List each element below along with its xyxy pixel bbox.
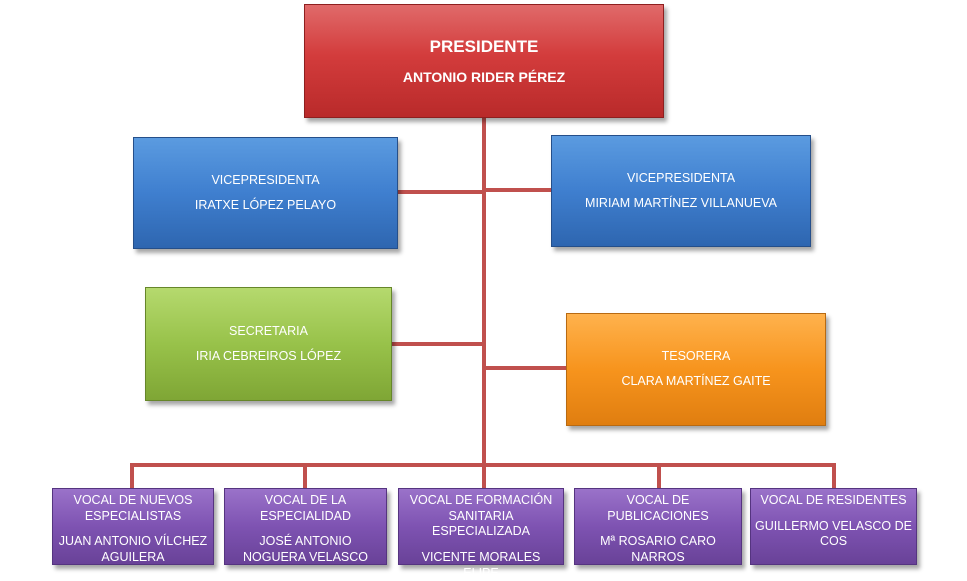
vocal-4-title: VOCAL DE PUBLICACIONES <box>607 493 709 523</box>
vice-president-left-name: IRATXE LÓPEZ PELAYO <box>194 197 337 212</box>
vocal-1-title: VOCAL DE NUEVOS ESPECIALISTAS <box>73 493 193 523</box>
president-box: PRESIDENTE ANTONIO RIDER PÉREZ <box>304 4 664 118</box>
vocal-box-4: VOCAL DE PUBLICACIONES Mª ROSARIO CARO N… <box>574 488 742 565</box>
vocal-2-name: JOSÉ ANTONIO NOGUERA VELASCO <box>242 534 369 564</box>
vocal-box-2: VOCAL DE LA ESPECIALIDAD JOSÉ ANTONIO NO… <box>224 488 387 565</box>
vocal-5-name: GUILLERMO VELASCO DE COS <box>755 518 912 549</box>
treasurer-name: CLARA MARTÍNEZ GAITE <box>621 374 771 388</box>
treasurer-box: TESORERA CLARA MARTÍNEZ GAITE <box>566 313 826 426</box>
secretary-name: IRIA CEBREIROS LÓPEZ <box>195 348 342 363</box>
vice-president-left-box: VICEPRESIDENTA IRATXE LÓPEZ PELAYO <box>133 137 398 249</box>
vocal-3-name: VICENTE MORALES ELIPE <box>421 549 541 580</box>
vocal-box-3: VOCAL DE FORMACIÓN SANITARIA ESPECIALIZA… <box>398 488 564 580</box>
vocal-1-name: JUAN ANTONIO VÍLCHEZ AGUILERA <box>58 534 208 564</box>
vocal-3-title: VOCAL DE FORMACIÓN SANITARIA ESPECIALIZA… <box>409 493 553 539</box>
treasurer-title: TESORERA <box>661 349 731 364</box>
vocal-box-1: VOCAL DE NUEVOS ESPECIALISTAS JUAN ANTON… <box>52 488 214 565</box>
president-name: ANTONIO RIDER PÉREZ <box>402 68 566 85</box>
vice-president-right-name: MIRIAM MARTÍNEZ VILLANUEVA <box>585 195 777 210</box>
vice-president-left-title: VICEPRESIDENTA <box>211 172 320 187</box>
vocal-box-5: VOCAL DE RESIDENTES GUILLERMO VELASCO DE… <box>750 488 917 565</box>
vocal-2-title: VOCAL DE LA ESPECIALIDAD <box>259 493 351 523</box>
vocal-5-title: VOCAL DE RESIDENTES <box>760 493 907 507</box>
president-title: PRESIDENTE <box>429 36 539 56</box>
vice-president-right-box: VICEPRESIDENTA MIRIAM MARTÍNEZ VILLANUEV… <box>551 135 811 247</box>
vocal-4-name: Mª ROSARIO CARO NARROS <box>600 534 716 564</box>
secretary-box: SECRETARIA IRIA CEBREIROS LÓPEZ <box>145 287 392 401</box>
vice-president-right-title: VICEPRESIDENTA <box>626 170 736 185</box>
secretary-title: SECRETARIA <box>229 323 308 338</box>
